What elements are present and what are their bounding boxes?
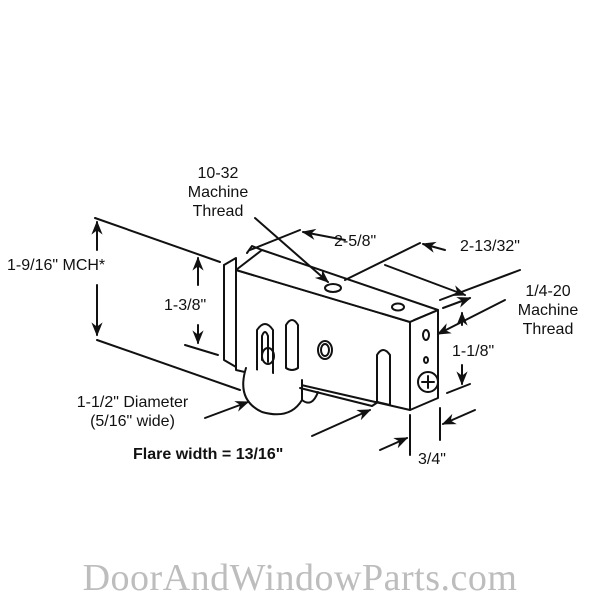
length-overall-arrow: [384, 264, 467, 296]
watermark: DoorAndWindowParts.com: [82, 557, 518, 599]
wheel-diameter-label: 1-1/2" Diameter (5/16" wide): [76, 394, 189, 430]
length-overall-label: 2-13/32": [460, 238, 520, 255]
body-height-label: 1-3/8": [164, 297, 207, 314]
thread-side-leader: [436, 299, 506, 335]
thread-top-leader: [254, 217, 330, 283]
thread-top-label: 10-32 Machine Thread: [187, 165, 249, 220]
flare-width-label: Flare width = 13/16": [133, 446, 284, 463]
mch-label: 1-9/16" MCH*: [7, 257, 106, 274]
mch-extension-top: [94, 217, 221, 263]
width-arrow-right: [441, 409, 476, 425]
thread-side-label: 1/4-20 Machine Thread: [517, 283, 579, 338]
side-height-label: 1-1/8": [452, 343, 495, 360]
length-top-label: 2-5/8": [334, 233, 377, 250]
mch-extension-bottom: [96, 339, 241, 391]
flare-width-arrow: [311, 409, 372, 437]
width-label: 3/4": [418, 451, 446, 468]
length-top-arrow: [301, 228, 346, 241]
wheel-diameter-arrow: [204, 401, 250, 419]
width-arrow-left: [379, 437, 409, 451]
